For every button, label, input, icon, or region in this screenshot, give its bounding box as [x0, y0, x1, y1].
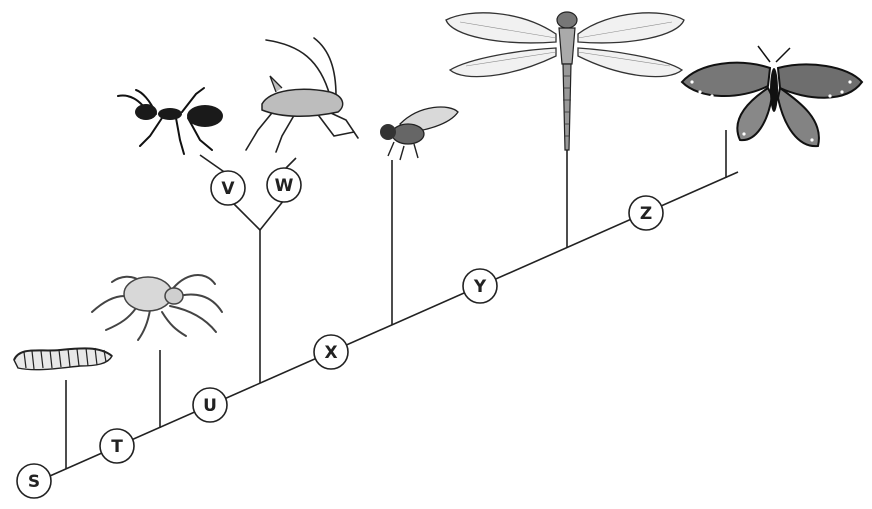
- node-label-v: V: [221, 179, 235, 199]
- node-label-t: T: [111, 437, 123, 457]
- node-label-x: X: [324, 343, 337, 363]
- branch-w: [259, 199, 285, 231]
- caterpillar-icon: [13, 347, 113, 371]
- butterfly-icon: [680, 45, 864, 148]
- node-x: X: [313, 334, 349, 370]
- node-label-z: Z: [640, 204, 652, 224]
- node-t: T: [99, 428, 135, 464]
- ant-icon: [117, 87, 223, 155]
- node-u: U: [192, 387, 228, 423]
- node-label-u: U: [203, 396, 217, 416]
- node-label-w: W: [275, 176, 294, 196]
- node-label-s: S: [28, 472, 40, 492]
- node-y: Y: [462, 268, 498, 304]
- cricket-icon: [245, 37, 359, 153]
- node-z: Z: [628, 195, 664, 231]
- dragonfly-icon: [445, 11, 685, 151]
- spider-icon: [91, 274, 223, 341]
- tree-branches: [33, 130, 739, 484]
- node-s: S: [16, 463, 52, 499]
- node-w: W: [266, 167, 302, 203]
- node-label-y: Y: [473, 277, 487, 297]
- branch-v: [229, 199, 261, 231]
- main-trunk: [33, 171, 739, 484]
- node-v: V: [210, 170, 246, 206]
- fly-icon: [380, 106, 459, 161]
